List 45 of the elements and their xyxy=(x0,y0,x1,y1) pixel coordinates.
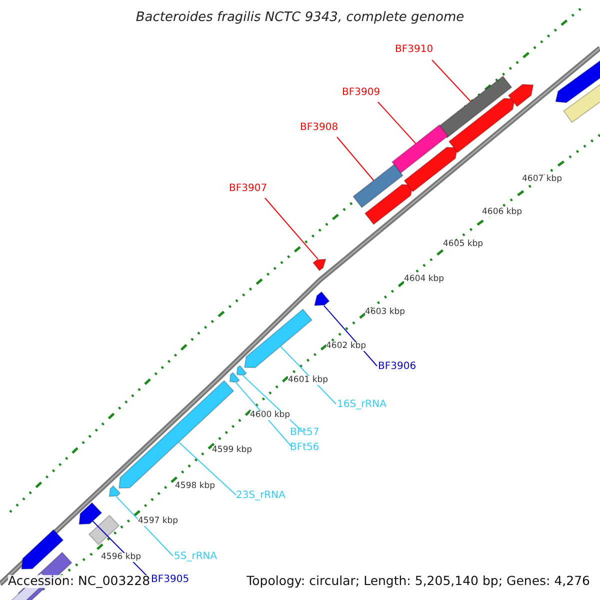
gene-label: 23S_rRNA xyxy=(236,491,286,501)
gene-label: BF3906 xyxy=(378,362,416,372)
tick-label: 4599 kbp xyxy=(212,446,252,454)
leader-line xyxy=(378,102,416,144)
gene-feature xyxy=(108,485,121,497)
leader-line xyxy=(336,136,374,181)
gene-label: BFt56 xyxy=(290,443,320,453)
leader-line xyxy=(178,442,236,496)
gene-label: BF3910 xyxy=(395,45,434,55)
tick-label: 4607 kbp xyxy=(522,175,562,184)
gene-label: BF3905 xyxy=(151,575,190,585)
gene-label: BF3909 xyxy=(342,88,380,98)
tick-label: 4600 kbp xyxy=(250,411,290,420)
leader-line xyxy=(432,60,472,102)
gene-feature xyxy=(118,380,234,489)
leader-line xyxy=(116,496,174,556)
gene-feature xyxy=(312,258,326,272)
info-text: Accession: NC_003228 xyxy=(8,575,150,588)
gene-label: BFt57 xyxy=(290,428,320,438)
tick-label: 4601 kbp xyxy=(288,376,328,384)
tick-label: 4602 kbp xyxy=(326,342,366,350)
gene-feature xyxy=(438,76,512,138)
gene-feature xyxy=(391,124,449,174)
gene-feature xyxy=(236,364,248,376)
tick-label: 4596 kbp xyxy=(101,553,142,562)
tick-label: 4597 kbp xyxy=(138,517,178,526)
gene-feature xyxy=(78,502,102,525)
tick-label: 4603 kbp xyxy=(365,308,406,316)
gene-feature xyxy=(352,164,404,208)
tick-label: 4606 kbp xyxy=(482,208,522,216)
gene-label: BF3908 xyxy=(300,123,338,133)
title: Bacteroides fragilis NCTC 9343, complete genome xyxy=(134,11,466,24)
gene-feature xyxy=(314,291,330,306)
leader-line xyxy=(264,198,318,260)
leader-line xyxy=(280,346,336,404)
gene-label: BF3907 xyxy=(229,184,268,194)
info-text: Topology: circular; Length: 5,205,140 bp; Genes: 4,276 xyxy=(246,575,590,588)
tick-label: 4604 kbp xyxy=(404,275,444,284)
gene-feature xyxy=(229,372,240,383)
tick-label: 4598 kbp xyxy=(175,482,216,490)
tick-label: 4605 kbp xyxy=(443,240,484,248)
gene-label: 16S_rRNA xyxy=(337,400,386,410)
leader-line xyxy=(236,382,292,446)
gene-label: 5S_rRNA xyxy=(174,552,218,562)
gene-feature xyxy=(244,308,313,368)
